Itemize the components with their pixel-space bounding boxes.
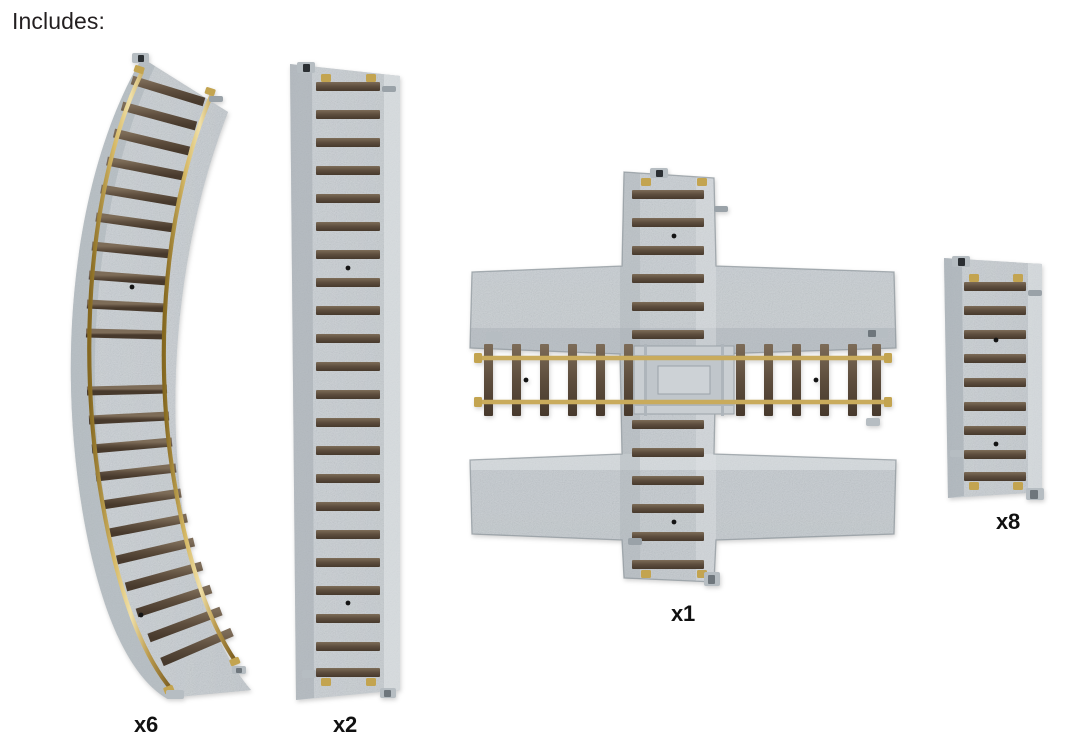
straight-ties	[316, 82, 380, 677]
includes-heading: Includes:	[12, 8, 105, 34]
crossing-track-svg	[469, 168, 897, 586]
curved-track-svg	[70, 53, 251, 699]
crossing-center-frog	[633, 344, 735, 416]
curve-ties	[85, 75, 234, 667]
curve-rail-joiners	[133, 65, 241, 695]
quantity-label-short-straight-track: x8	[995, 509, 1021, 534]
quantity-label-curved-track: x6	[133, 712, 159, 737]
short-rail-joiners	[969, 274, 1023, 490]
crossing-connector-tabs	[486, 168, 888, 586]
straight-track-svg	[290, 62, 400, 700]
curved-track-graphic	[46, 50, 266, 705]
straight-track-section	[272, 58, 432, 706]
straight-screw-holes	[345, 265, 351, 606]
straight-rails	[323, 78, 374, 682]
crossing-ties-vertical	[632, 190, 704, 569]
short-end-tabs	[950, 256, 1044, 500]
crossing-rails-vertical	[643, 182, 705, 574]
short-rails	[971, 278, 1021, 486]
crossing-rails-horizontal	[478, 355, 888, 405]
crossing-screw-holes	[523, 233, 819, 525]
quantity-label-straight-track: x2	[332, 712, 358, 737]
short-ties	[964, 282, 1026, 481]
quantity-label-crossing-track: x1	[670, 601, 696, 626]
straight-end-tabs	[297, 62, 396, 698]
crossing-track-section	[468, 168, 900, 588]
curve-end-tabs	[132, 53, 246, 699]
straight-ballast	[290, 64, 400, 700]
curved-track-section	[46, 50, 266, 705]
short-screw-holes	[993, 337, 999, 447]
short-straight-track-svg	[944, 256, 1044, 500]
crossing-ties-horizontal	[484, 344, 881, 416]
straight-rail-joiners	[321, 74, 376, 686]
short-straight-track-section	[930, 252, 1062, 502]
curve-screw-holes	[129, 284, 144, 618]
curve-rails	[87, 71, 238, 692]
